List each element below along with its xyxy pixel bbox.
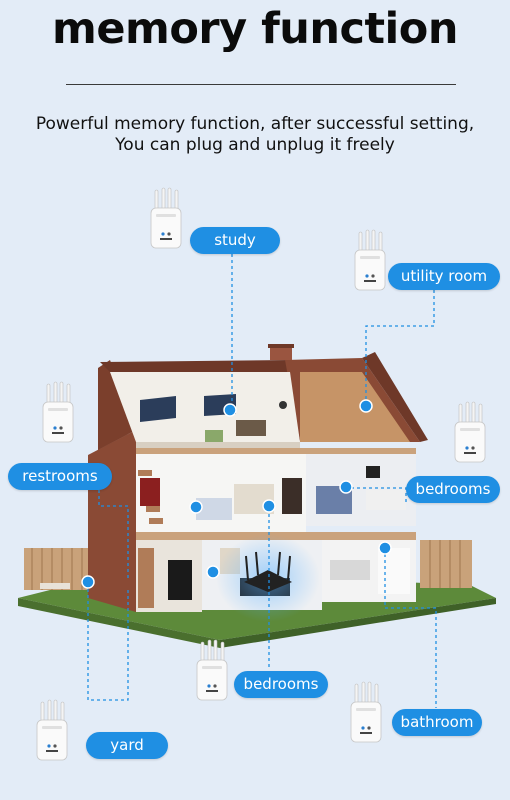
label-restrooms: restrooms bbox=[8, 463, 112, 490]
title-divider bbox=[66, 84, 456, 85]
roof bbox=[100, 360, 300, 372]
subtitle-line-2: You can plug and unplug it freely bbox=[115, 135, 395, 155]
house-left-wall bbox=[88, 430, 136, 612]
signal-markers bbox=[81, 399, 392, 589]
page-subtitle: Powerful memory function, after successf… bbox=[0, 114, 510, 156]
label-yard: yard bbox=[86, 732, 168, 759]
label-bedrooms-center: bedrooms bbox=[234, 671, 328, 698]
label-bedrooms-right: bedrooms bbox=[406, 476, 500, 503]
router-icon bbox=[244, 551, 292, 592]
right-fence bbox=[420, 540, 472, 588]
label-study: study bbox=[190, 227, 280, 254]
label-bathroom: bathroom bbox=[392, 709, 482, 736]
left-fence bbox=[24, 548, 88, 590]
page-title: memory function bbox=[52, 4, 458, 54]
subtitle-line-1: Powerful memory function, after successf… bbox=[35, 114, 475, 134]
label-utility-room: utility room bbox=[388, 263, 500, 290]
attic-utility-room bbox=[300, 372, 410, 442]
